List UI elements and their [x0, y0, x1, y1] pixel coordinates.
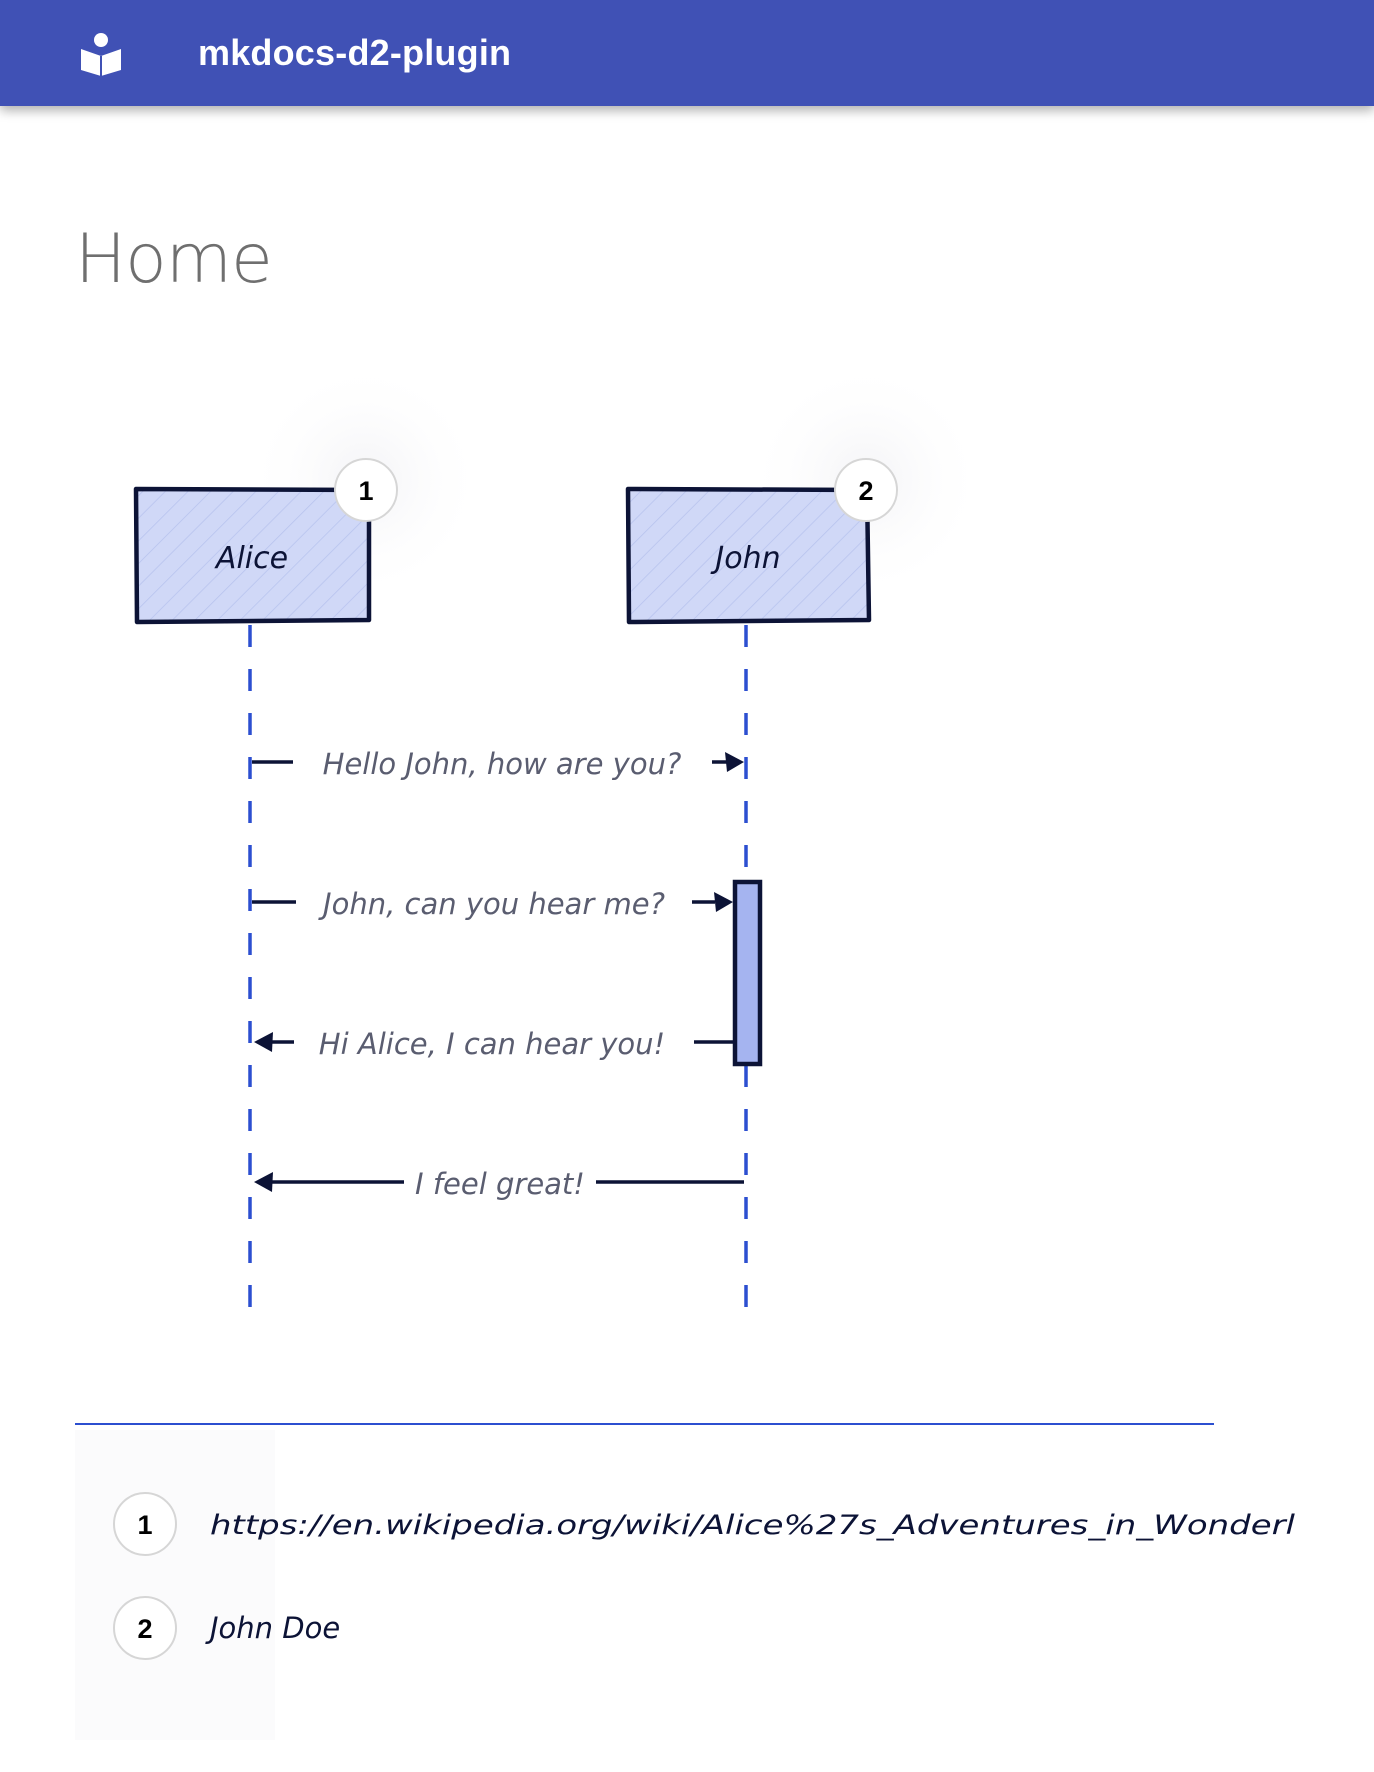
top-app-bar: mkdocs-d2-plugin	[0, 0, 1374, 106]
svg-text:1: 1	[358, 476, 373, 506]
message-3-label: Hi Alice, I can hear you!	[319, 1027, 665, 1061]
john-activation	[732, 879, 763, 1067]
message-4: I feel great!	[254, 1167, 744, 1201]
footnote-1: 1 https://en.wikipedia.org/wiki/Alice%27…	[113, 1492, 1296, 1556]
book-reader-icon[interactable]	[78, 30, 124, 76]
actor-alice-label: Alice	[214, 541, 288, 576]
svg-text:2: 2	[858, 476, 873, 506]
site-title[interactable]: mkdocs-d2-plugin	[198, 32, 512, 73]
actor-alice-badge: 1	[334, 458, 398, 522]
message-2: John, can you hear me?	[252, 887, 733, 921]
actor-alice: Alice	[133, 486, 372, 625]
message-3: Hi Alice, I can hear you!	[254, 1027, 733, 1061]
footnote-2-number: 2	[137, 1614, 152, 1644]
page-title: Home	[75, 220, 273, 299]
footnote-1-number: 1	[137, 1510, 152, 1540]
actor-john-badge: 2	[834, 458, 898, 522]
actor-john: John	[625, 486, 872, 625]
footnote-1-text: https://en.wikipedia.org/wiki/Alice%27s_…	[210, 1510, 1296, 1541]
footnote-2: 2 John Doe	[113, 1596, 340, 1660]
message-1-label: Hello John, how are you?	[323, 747, 682, 781]
message-4-label: I feel great!	[415, 1167, 585, 1201]
message-1: Hello John, how are you?	[252, 747, 744, 781]
actor-john-label: John	[710, 541, 780, 576]
footnote-2-text: John Doe	[205, 1611, 340, 1645]
message-2-label: John, can you hear me?	[318, 887, 665, 921]
